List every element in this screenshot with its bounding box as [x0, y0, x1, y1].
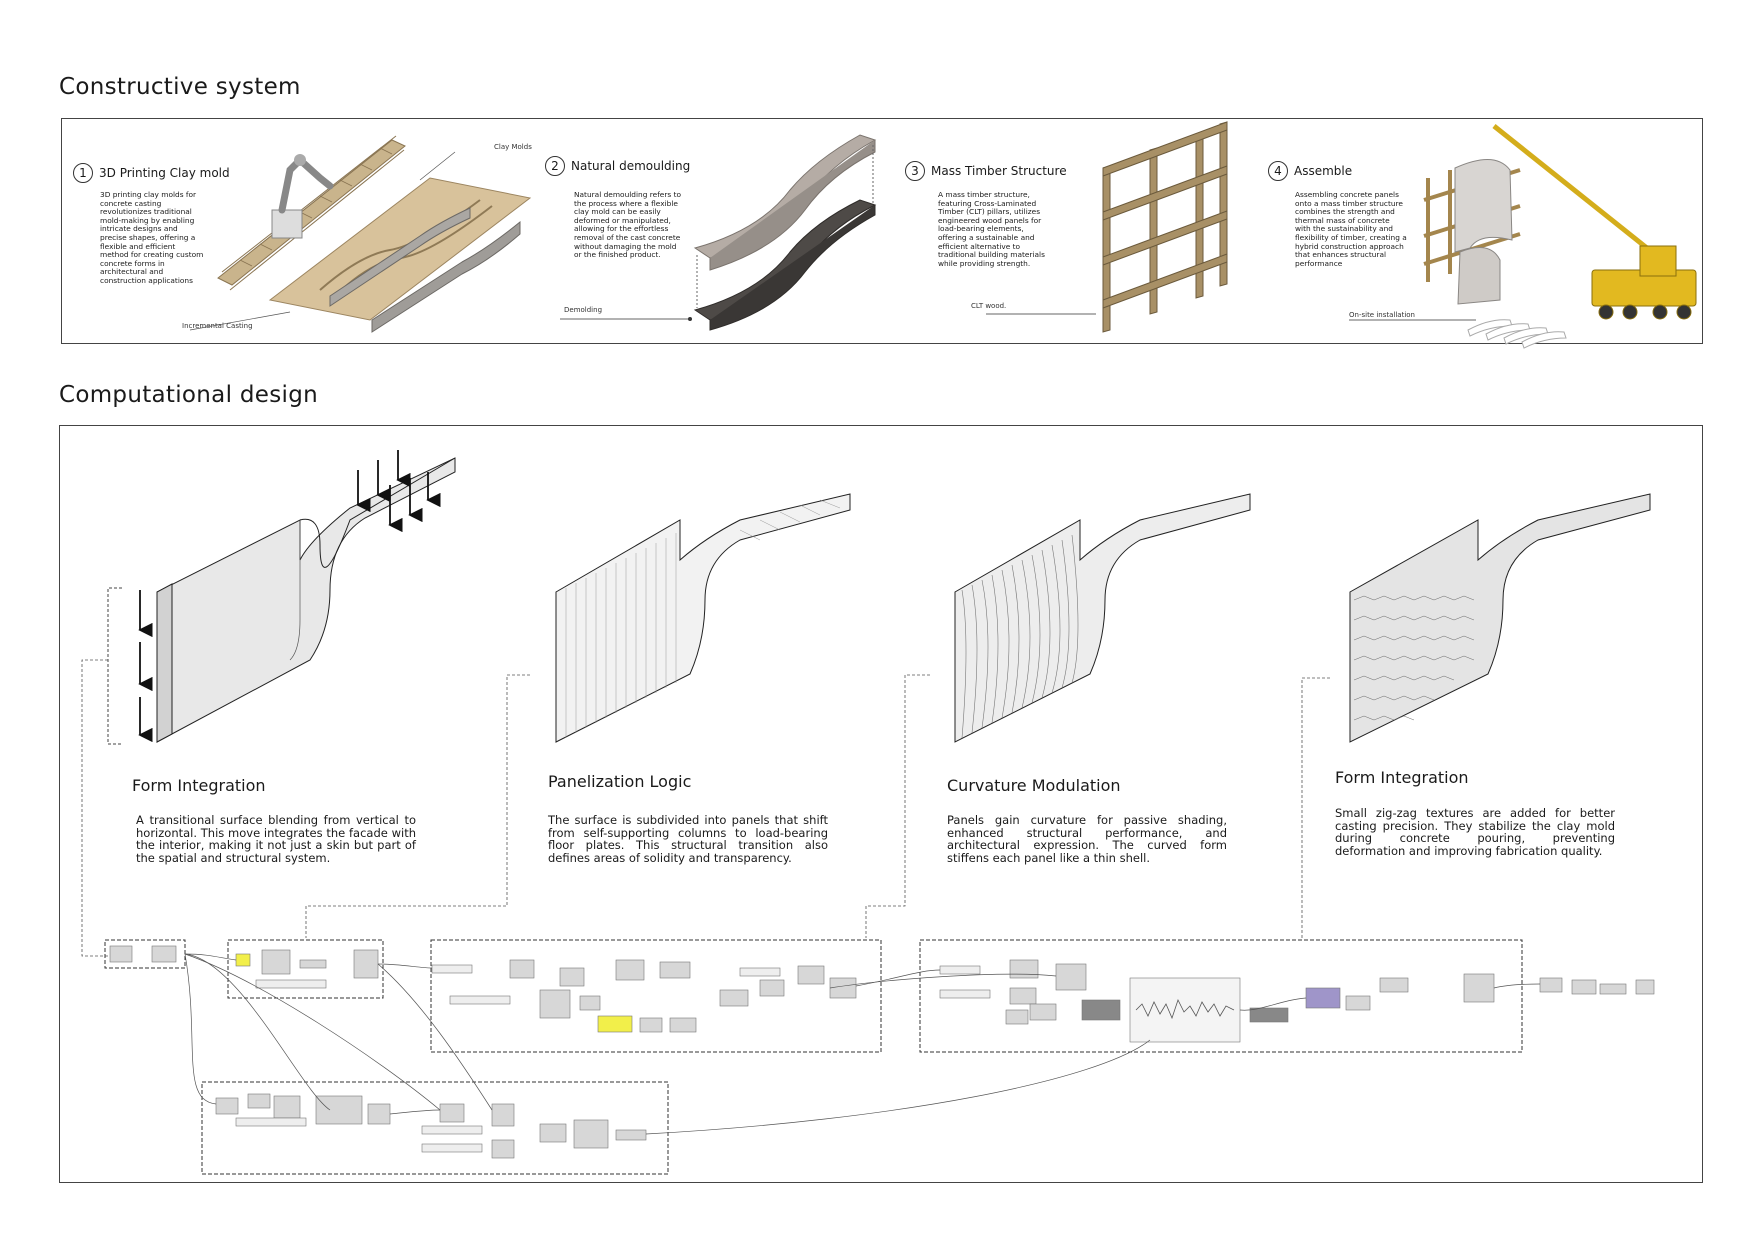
step-3-number: 3	[905, 161, 925, 181]
step-3-label-clt: CLT wood.	[971, 302, 1007, 310]
step-4-text: Assembling concrete panels onto a mass t…	[1295, 190, 1407, 268]
step-4-label-onsite: On-site installation	[1349, 311, 1415, 319]
step-2-text: Natural demoulding refers to the process…	[574, 190, 682, 260]
stage-2-text: The surface is subdivided into panels th…	[548, 813, 828, 865]
stage-4-text: Small zig-zag textures are added for bet…	[1335, 806, 1615, 858]
stage-1-text: A transitional surface blending from ver…	[136, 813, 416, 865]
stage-2-surface	[555, 493, 851, 743]
section-title-constructive: Constructive system	[59, 74, 301, 100]
stage-3-surface	[954, 493, 1251, 743]
printing-track	[217, 135, 406, 291]
step-1-text: 3D printing clay molds for concrete cast…	[100, 190, 204, 285]
assembly-illustration	[1349, 124, 1697, 349]
step-3-heading: 3 Mass Timber Structure	[905, 161, 1067, 181]
graph-mapper-curve	[1135, 998, 1235, 1020]
step-2-number: 2	[545, 156, 565, 176]
robot-arm	[271, 154, 334, 239]
script-nodes	[109, 945, 1655, 1159]
step-2-label-demolding: Demolding	[564, 306, 603, 314]
clay-molds	[189, 151, 521, 333]
step-4-title: Assemble	[1294, 164, 1353, 178]
step-4-number: 4	[1268, 161, 1288, 181]
step-3-text: A mass timber structure, featuring Cross…	[938, 190, 1045, 268]
demoulding-illustration	[560, 134, 877, 331]
step-1-title: 3D Printing Clay mold	[99, 166, 230, 180]
step-4-heading: 4 Assemble	[1268, 161, 1352, 181]
step-1-number: 1	[73, 163, 93, 183]
stage-3-text: Panels gain curvature for passive shadin…	[947, 813, 1227, 865]
step-1-heading: 1 3D Printing Clay mold	[73, 163, 230, 183]
stage-1-title: Form Integration	[132, 776, 266, 795]
stage-1-surface	[107, 450, 456, 745]
step-2-title: Natural demoulding	[571, 159, 691, 173]
step-3-title: Mass Timber Structure	[931, 164, 1067, 178]
section-title-computational: Computational design	[59, 382, 318, 408]
step-1-label-incremental: Incremental Casting	[182, 322, 253, 330]
step-1-label-clay-molds: Clay Molds	[494, 143, 532, 151]
crane	[1492, 124, 1697, 320]
stage-4-title: Form Integration	[1335, 768, 1469, 787]
step-2-heading: 2 Natural demoulding	[545, 156, 690, 176]
stage-3-title: Curvature Modulation	[947, 776, 1121, 795]
timber-frame	[986, 121, 1228, 333]
script-wires	[184, 953, 1541, 1135]
stage-4-surface	[1349, 493, 1651, 743]
stage-2-title: Panelization Logic	[548, 772, 692, 791]
script-groups	[104, 939, 1523, 1175]
leader-lines	[81, 659, 1330, 957]
